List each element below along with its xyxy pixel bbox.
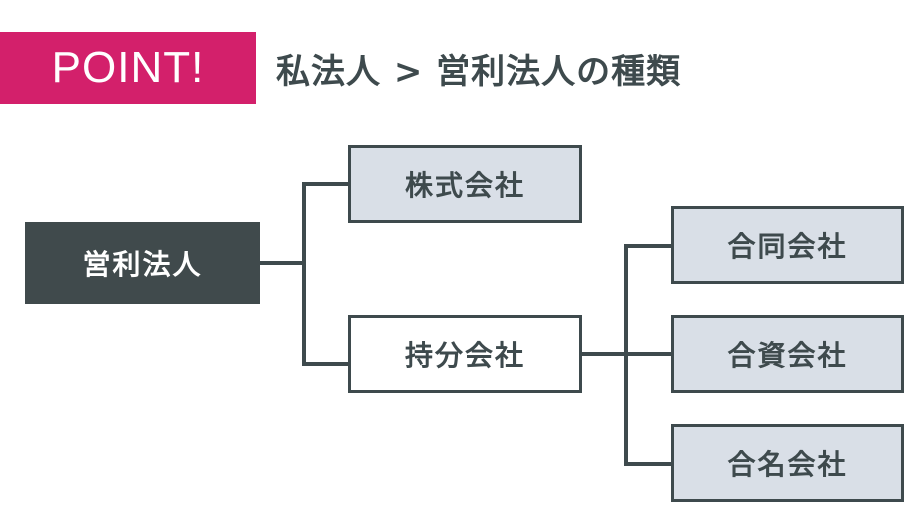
- connector-to-gomei: [624, 462, 674, 466]
- node-label: 持分会社: [404, 339, 525, 372]
- page-title: 私法人 > 営利法人の種類: [276, 51, 682, 92]
- node-mochibun-gaisha[interactable]: 持分会社: [348, 315, 582, 393]
- node-godo-gaisha[interactable]: 合同会社: [671, 206, 904, 284]
- node-root-eiri-hojin[interactable]: 営利法人: [25, 222, 260, 304]
- node-label: 合同会社: [727, 230, 848, 263]
- connector-root-bracket: [302, 182, 306, 366]
- node-goshi-gaisha[interactable]: 合資会社: [671, 315, 904, 393]
- connector-root-stub: [259, 261, 306, 265]
- node-gomei-gaisha[interactable]: 合名会社: [671, 424, 904, 502]
- connector-to-kabushiki: [302, 182, 350, 186]
- connector-to-godo: [624, 244, 674, 248]
- node-label: 営利法人: [82, 248, 203, 281]
- node-label: 株式会社: [404, 169, 525, 202]
- node-label: 合資会社: [727, 339, 848, 372]
- connector-to-mochibun: [302, 362, 350, 366]
- point-badge: POINT!: [0, 32, 256, 104]
- point-badge-label: POINT!: [51, 43, 205, 92]
- connector-mochibun-stub: [580, 352, 628, 356]
- node-label: 合名会社: [727, 448, 848, 481]
- node-kabushiki-gaisha[interactable]: 株式会社: [348, 145, 582, 223]
- connector-to-goshi: [624, 352, 674, 356]
